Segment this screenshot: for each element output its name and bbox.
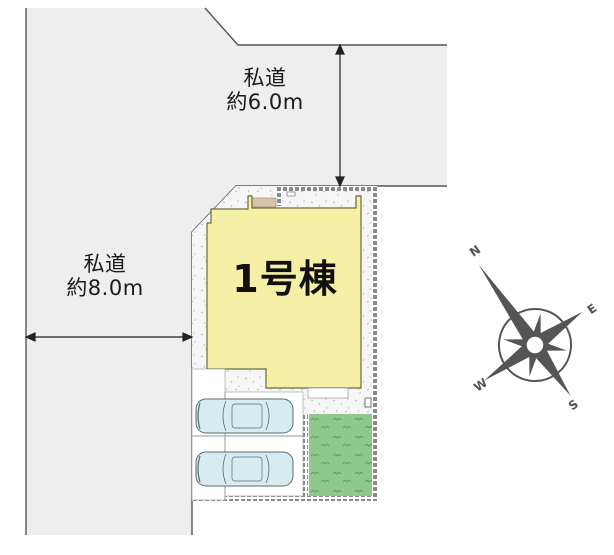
top-road-width: 約6.0m <box>226 90 304 115</box>
top-road-name: 私道 <box>243 66 287 90</box>
top-road-label: 私道 約6.0m <box>205 66 325 114</box>
left-road-label: 私道 約8.0m <box>45 252 165 300</box>
garden <box>309 414 372 496</box>
entrance-porch <box>249 197 277 208</box>
meter-box <box>286 191 296 197</box>
car-2 <box>195 451 294 487</box>
building-label: 1号棟 <box>232 257 338 301</box>
step <box>307 387 349 399</box>
left-road-name: 私道 <box>83 252 127 276</box>
outdoor-unit <box>364 397 372 408</box>
car-1 <box>195 398 294 434</box>
dimension-left-road <box>24 332 194 342</box>
building-1 <box>206 195 362 389</box>
dimension-top-road <box>335 43 345 188</box>
compass-rose-icon <box>478 264 583 396</box>
left-road-width: 約8.0m <box>66 276 144 301</box>
